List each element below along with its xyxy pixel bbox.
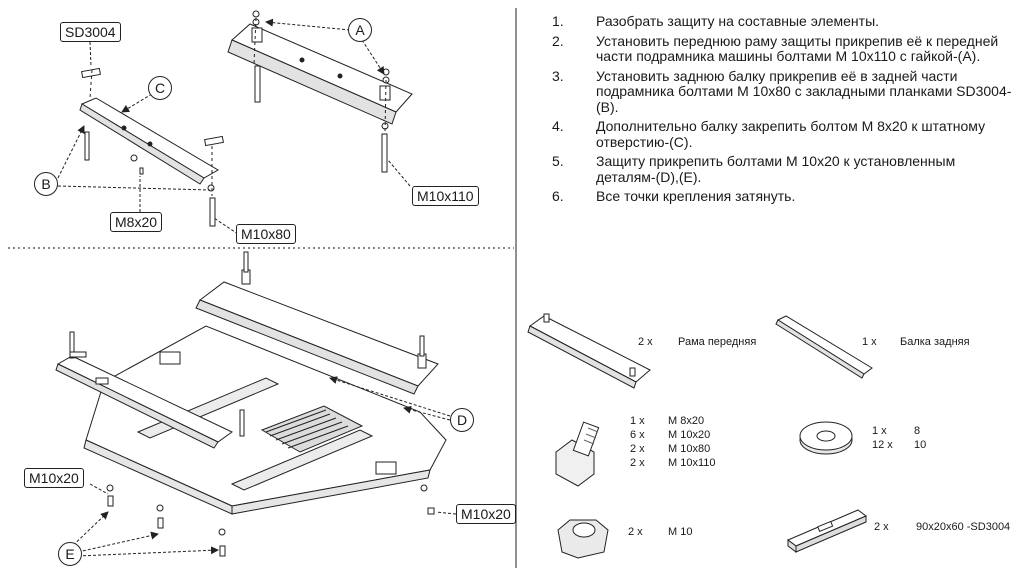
installation-steps: 1.Разобрать защиту на составные элементы… [552,13,1014,209]
bolt-qty-list: 1 x 6 x 2 x 2 x [630,415,645,469]
step-item: 4.Дополнительно балку закрепить болтом М… [552,118,986,150]
nut-name: M 10 [668,526,693,538]
skid-plate-assembly-drawing [55,251,447,557]
rear-beam-qty: 1 x [862,336,877,348]
label-m10x80: M10x80 [236,224,296,244]
step-item: 5.Защиту прикрепить болтами М 10х20 к ус… [552,153,956,185]
nut-part-drawing [557,519,609,559]
label-sd3004: SD3004 [60,22,121,42]
callout-c: C [148,76,172,100]
washer-qty-list: 1 x 12 x [872,425,893,451]
callout-e: E [58,542,82,566]
front-frame-part-drawing [527,313,651,389]
plate-qty: 2 x [874,521,889,533]
label-m8x20: M8x20 [110,212,163,232]
rear-beam-top-drawing [79,67,224,227]
callout-b: B [34,172,58,196]
callout-d: D [450,408,474,432]
front-frame-top-drawing [227,10,413,173]
front-frame-qty: 2 x [638,336,653,348]
callout-a: A [348,18,372,42]
label-m10x20-right: M10x20 [456,504,516,524]
bolt-part-drawing [555,421,600,487]
rear-beam-part-drawing [775,315,873,379]
front-frame-name: Рама передняя [678,336,757,348]
plate-name: 90x20x60 -SD3004 [916,521,1011,533]
step-item: 2.Установить переднюю раму защиты прикре… [552,32,999,64]
step-item: 3.Установить заднюю балку прикрепив её в… [552,67,1012,115]
step-item: 1.Разобрать защиту на составные элементы… [552,13,880,29]
label-m10x20-left: M10x20 [24,468,84,488]
plate-part-drawing [787,509,867,553]
nut-qty: 2 x [628,526,643,538]
washer-part-drawing [799,421,853,455]
washer-size-list: 8 10 [914,425,927,451]
rear-beam-name: Балка задняя [900,336,970,348]
bolt-size-list: M 8x20 M 10x20 M 10x80 M 10x110 [668,415,716,469]
step-item: 6.Все точки крепления затянуть. [552,188,796,204]
label-m10x110: M10x110 [412,186,479,206]
